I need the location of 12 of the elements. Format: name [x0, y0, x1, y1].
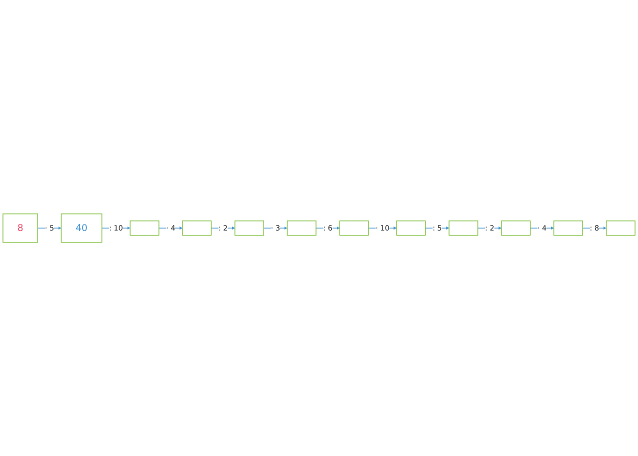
- node-box: [553, 220, 583, 236]
- node-box: [448, 220, 478, 236]
- node-box: 40: [60, 213, 102, 243]
- node-box: [501, 220, 531, 236]
- node-box: [234, 220, 264, 236]
- node-box: [339, 220, 369, 236]
- node-box: [396, 220, 426, 236]
- node-box: [182, 220, 212, 236]
- node-box: [286, 220, 316, 236]
- node-box: 8: [2, 213, 38, 243]
- node-box: [130, 220, 160, 236]
- node-box: [606, 220, 636, 236]
